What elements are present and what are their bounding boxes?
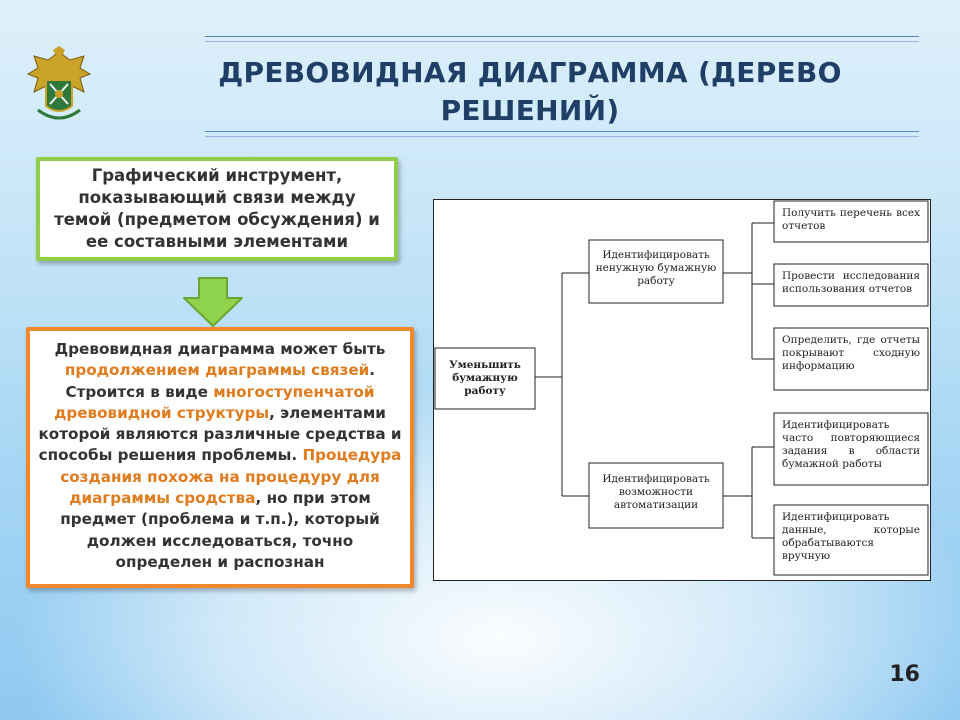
tree-branch-1-label: Идентифицировать ненужную бумажную работ… — [595, 249, 717, 287]
tree-leaf-label: Идентифицировать данные, которые обрабат… — [782, 511, 920, 562]
description-text-3: , элементами которой являются различные … — [38, 403, 402, 465]
definition-text: Графический инструмент, показывающий свя… — [54, 166, 380, 251]
tree-leaf-label: Определить, где отчеты покрывают сходную… — [782, 334, 920, 372]
tree-leaf-node: Провести исследования использования отче… — [776, 266, 926, 304]
description-highlight-2: многоступенчатой древовидной структуры — [54, 382, 375, 422]
tree-leaf-label: Провести исследования использования отче… — [782, 270, 920, 295]
tree-branch-2-node: Идентифицировать возможности автоматизац… — [591, 469, 721, 527]
tree-diagram: Уменьшить бумажную работу Идентифицирова… — [433, 199, 931, 581]
tree-leaf-node: Идентифицировать данные, которые обрабат… — [776, 507, 926, 573]
tree-root-node: Уменьшить бумажную работу — [437, 350, 533, 407]
tree-branch-2-label: Идентифицировать возможности автоматизац… — [602, 473, 710, 511]
tree-leaf-node: Получить перечень всех отчетов — [776, 203, 926, 240]
tree-leaf-label: Получить перечень всех отчетов — [782, 207, 920, 232]
tree-leaf-node: Идентифицировать часто повторяющиеся зад… — [776, 415, 926, 483]
down-arrow-icon — [181, 276, 245, 328]
description-highlight-1: продолжением диаграммы связей — [64, 361, 370, 380]
page-title: ДРЕВОВИДНАЯ ДИАГРАММА (ДЕРЕВО РЕШЕНИЙ) — [218, 56, 842, 127]
description-box: Древовидная диаграмма может быть продолж… — [26, 327, 414, 588]
tree-branch-1-node: Идентифицировать ненужную бумажную работ… — [591, 245, 721, 301]
tree-connectors — [433, 199, 931, 581]
top-divider-line-2 — [205, 41, 919, 42]
tree-leaf-node: Определить, где отчеты покрывают сходную… — [776, 330, 926, 388]
customs-emblem-icon — [24, 46, 94, 130]
definition-box: Графический инструмент, показывающий свя… — [36, 157, 398, 261]
title-divider-line-2 — [205, 136, 919, 137]
description-text-2: . Строится в виде — [65, 361, 376, 401]
tree-root-label: Уменьшить бумажную работу — [449, 359, 521, 397]
description-highlight-3: Процедура создания похожа на процедуру д… — [60, 446, 402, 508]
page-number: 16 — [889, 662, 920, 687]
description-text-4: , но при этом предмет (проблема и т.п.),… — [60, 489, 380, 571]
description-text-1: Древовидная диаграмма может быть — [54, 340, 386, 358]
title-divider-line — [205, 131, 919, 132]
top-divider-line — [205, 36, 919, 37]
tree-leaf-label: Идентифицировать часто повторяющиеся зад… — [782, 419, 920, 470]
